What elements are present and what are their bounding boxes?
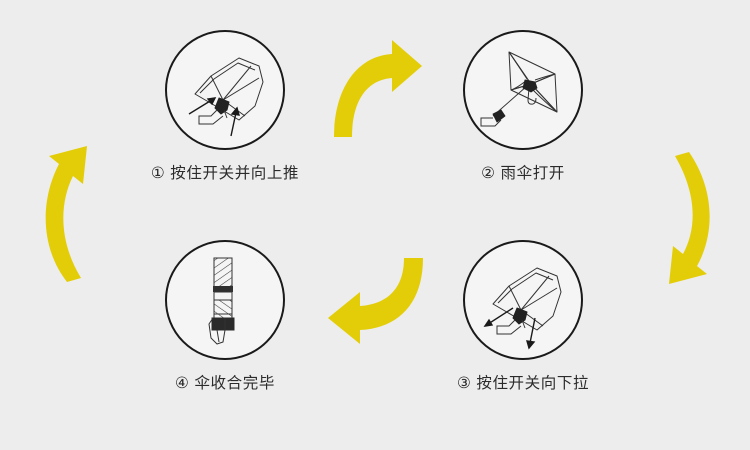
step-1-illustration-circle xyxy=(165,30,285,150)
arrow-step4-to-step1 xyxy=(33,142,103,282)
step-3: ③ 按住开关向下拉 xyxy=(413,240,633,393)
step-4: ④ 伞收合完毕 xyxy=(115,240,335,393)
umbrella-opened-icon xyxy=(480,51,558,127)
arrow-step1-to-step2 xyxy=(330,32,425,137)
arrow-step2-to-step3 xyxy=(653,152,723,292)
step-2-illustration-circle xyxy=(463,30,583,150)
step-4-illustration-circle xyxy=(165,240,285,360)
arrow-step3-to-step4 xyxy=(322,258,427,348)
step-1: ① 按住开关并向上推 xyxy=(115,30,335,183)
step-3-illustration-circle xyxy=(463,240,583,360)
umbrella-folded-icon xyxy=(208,257,235,345)
umbrella-pulling-closed-icon xyxy=(483,267,562,350)
step-2: ② 雨伞打开 xyxy=(413,30,633,183)
umbrella-pushing-open-icon xyxy=(188,57,264,137)
step-2-caption: ② 雨伞打开 xyxy=(481,165,565,182)
step-1-caption: ① 按住开关并向上推 xyxy=(150,165,300,182)
step-4-caption: ④ 伞收合完毕 xyxy=(175,375,275,392)
step-3-caption: ③ 按住开关向下拉 xyxy=(456,375,590,392)
